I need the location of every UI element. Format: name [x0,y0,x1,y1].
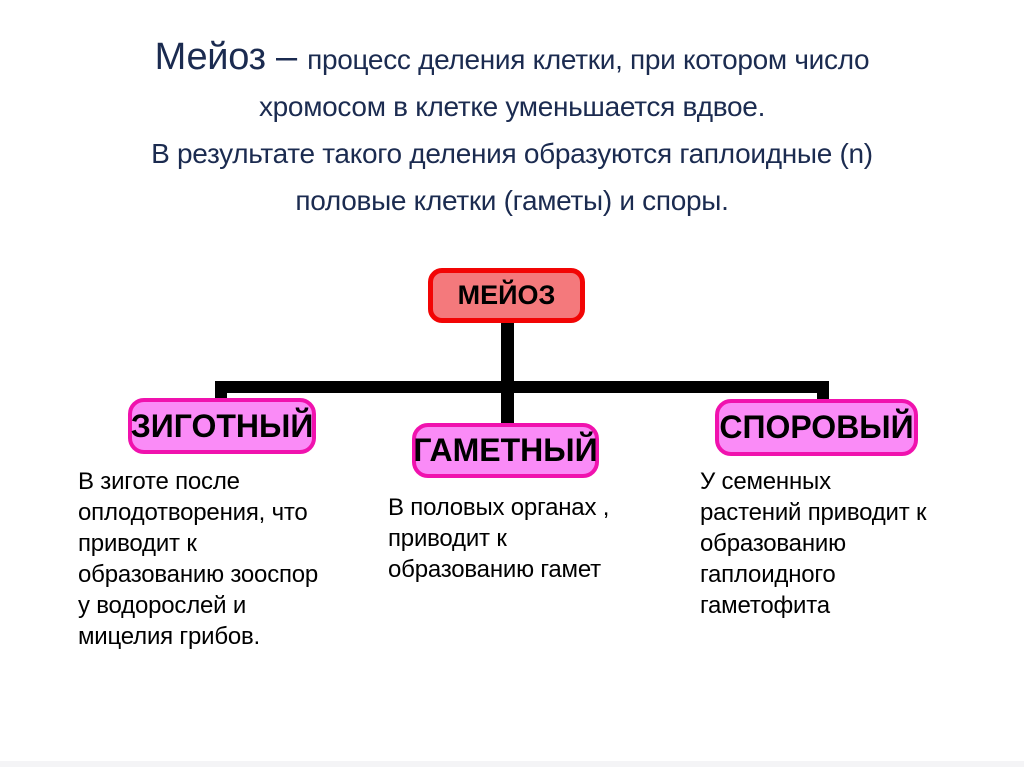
title-definition-text: процесс деления клетки, при котором числ… [151,44,873,216]
slide-title: Мейоз – процесс деления клетки, при кото… [40,34,984,224]
connector-trunk [501,320,514,425]
node-gametic: ГАМЕТНЫЙ [412,423,599,478]
slide-bottom-edge [0,761,1024,767]
description-sporic: У семенных растений приводит к образован… [700,468,927,619]
connector-drop-left [215,381,227,403]
node-zygotic: ЗИГОТНЫЙ [128,398,316,454]
description-zygotic: В зиготе после оплодотворения, что приво… [78,468,319,650]
node-sporic: СПОРОВЫЙ [715,399,918,456]
description-gametic: В половых органах , приводит к образован… [388,494,610,583]
connector-drop-right [817,381,829,403]
connector-crossbar [215,381,829,393]
node-meiosis: МЕЙОЗ [428,268,585,323]
title-lead-word: Мейоз – [154,36,308,78]
